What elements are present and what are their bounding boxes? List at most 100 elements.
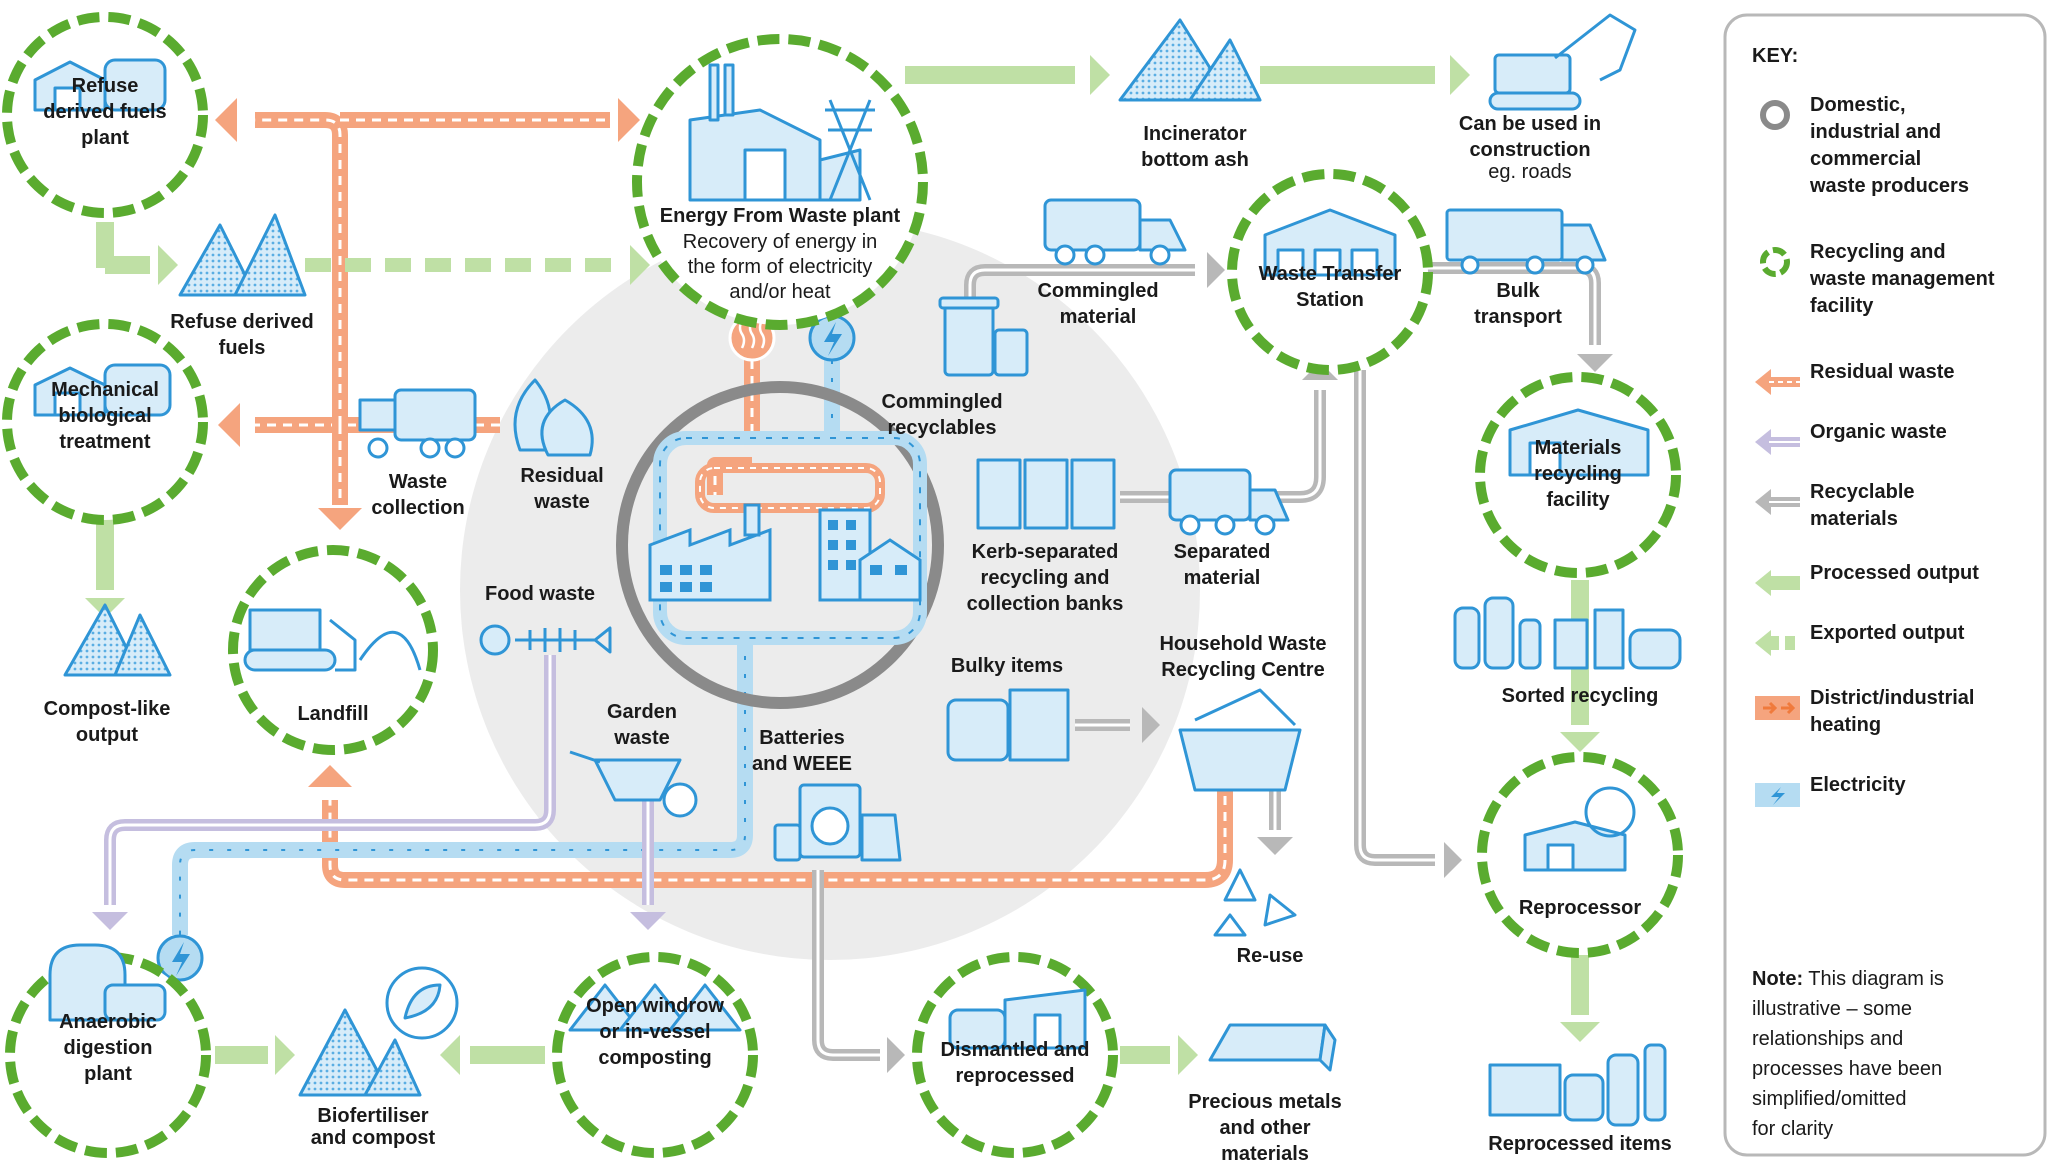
wheelbarrow-icon [569, 750, 698, 818]
key-item-label: Residual waste [1810, 361, 1955, 383]
label-incinerator-ash-line: bottom ash [1141, 149, 1249, 171]
waste-truck-icon [358, 388, 477, 459]
key-item-label-line: Residual waste [1810, 361, 1955, 383]
label-separated-material-line: material [1184, 567, 1261, 589]
facility-label-ad-line: plant [84, 1063, 132, 1085]
factory-icon [33, 58, 167, 112]
facility-label-landfill-line: Landfill [297, 703, 368, 725]
label-sorted-recycling-line: Sorted recycling [1502, 685, 1659, 707]
label-bulk-transport-line: transport [1474, 306, 1562, 328]
facility-label-composting-line: composting [598, 1047, 711, 1069]
ad-electricity-icon [156, 934, 204, 982]
arrow-to-items [1560, 1022, 1600, 1042]
label-commingled-recyclables-line: Commingled [881, 391, 1002, 413]
key-note-line: simplified/omitted [1752, 1088, 1907, 1110]
arrow-to-rdf-plant [215, 98, 237, 142]
recycling-truck-icon [1043, 198, 1187, 266]
skip-icon [1178, 688, 1302, 792]
efw-description-line: and/or heat [729, 281, 831, 303]
rdf-pile-icon [178, 213, 307, 297]
label-garden-waste: Garden waste [607, 701, 677, 749]
reuse-icon [1213, 868, 1297, 937]
key-item-label-line: Exported output [1810, 622, 1965, 644]
arrow-to-efw [618, 98, 640, 142]
facility-label-mbt-line: biological [58, 405, 151, 427]
food-waste-icon [479, 624, 612, 656]
label-kerb-separated-line: collection banks [967, 593, 1124, 615]
flow-commingled-to-wts [964, 264, 1195, 300]
label-commingled-material: Commingled material [1037, 280, 1158, 328]
metal-bar-icon [1208, 1023, 1337, 1072]
facility-label-mbt-line: Mechanical [51, 379, 159, 401]
facility-label-rdf-plant-line: plant [81, 127, 129, 149]
arrow-to-rdf [158, 245, 178, 285]
ash-pile-icon [1118, 18, 1262, 102]
flow-hwrc-to-landfill [322, 780, 1233, 888]
arrow-ad-to-bio [275, 1035, 295, 1075]
key-item-residual: Residual waste [1755, 361, 1955, 395]
key-note-line: for clarity [1752, 1118, 1833, 1140]
label-garden-waste-line: waste [613, 727, 670, 749]
reprocessed-items-icon [1488, 1043, 1667, 1127]
efw-title: Energy From Waste plant [660, 205, 901, 227]
arrow-to-landfill [318, 508, 362, 530]
label-rdf-line: Refuse derived [170, 311, 313, 333]
power-plant-icon [688, 63, 875, 202]
hub-electricity-loop [653, 431, 927, 645]
label-sorted-recycling: Sorted recycling [1502, 685, 1659, 707]
key-note-bold: Note: [1752, 968, 1803, 990]
label-bulky-items-line: Bulky items [951, 655, 1063, 677]
key-title: KEY: [1752, 45, 1798, 67]
arrow-to-hwrc [1142, 707, 1160, 743]
label-commingled-material-line: Commingled [1037, 280, 1158, 302]
key-item-electricity: Electricity [1755, 774, 1906, 807]
label-kerb-separated-line: recycling and [981, 567, 1110, 589]
label-garden-waste-line: Garden [607, 701, 677, 723]
facility-label-ad-line: digestion [64, 1037, 153, 1059]
facility-label-wts-line: Waste Transfer [1259, 263, 1402, 285]
arrow-to-ad [92, 912, 128, 930]
recycling-bin-icon [938, 296, 1029, 377]
key-item-label: Organic waste [1810, 421, 1947, 443]
facility-label-rdf-plant-line: Refuse [72, 75, 139, 97]
flow-wts-to-reprocessor [1354, 370, 1435, 866]
facility-label-dismantled-line: Dismantled and [941, 1039, 1090, 1061]
facility-label-mrf-line: Materials [1535, 437, 1622, 459]
label-construction-sub: eg. roads [1488, 161, 1571, 183]
key-item-processed: Processed output [1755, 562, 1979, 596]
ad-plant-icon [48, 943, 167, 1022]
efw-description-line: Recovery of energy in [683, 231, 878, 253]
facility-label-landfill: Landfill [297, 703, 368, 725]
label-construction-line: Can be used in [1459, 113, 1601, 135]
label-incinerator-ash-line: Incinerator [1143, 123, 1247, 145]
lorry-icon [1445, 208, 1607, 275]
excavator-icon [1488, 13, 1637, 111]
arrow-to-reprocessor [1444, 842, 1462, 878]
label-food-waste-line: Food waste [485, 583, 595, 605]
key-item-label-line: District/industrial [1810, 687, 1974, 709]
facility-label-composting-line: Open windrow [586, 995, 724, 1017]
label-commingled-material-line: material [1060, 306, 1137, 328]
arrow-to-compost [630, 912, 666, 930]
flow-elec-to-ad [172, 638, 753, 935]
label-commingled-recyclables-line: recyclables [888, 417, 997, 439]
label-commingled-recyclables: Commingled recyclables [881, 391, 1002, 439]
arrow-rdf-to-efw [630, 245, 650, 285]
